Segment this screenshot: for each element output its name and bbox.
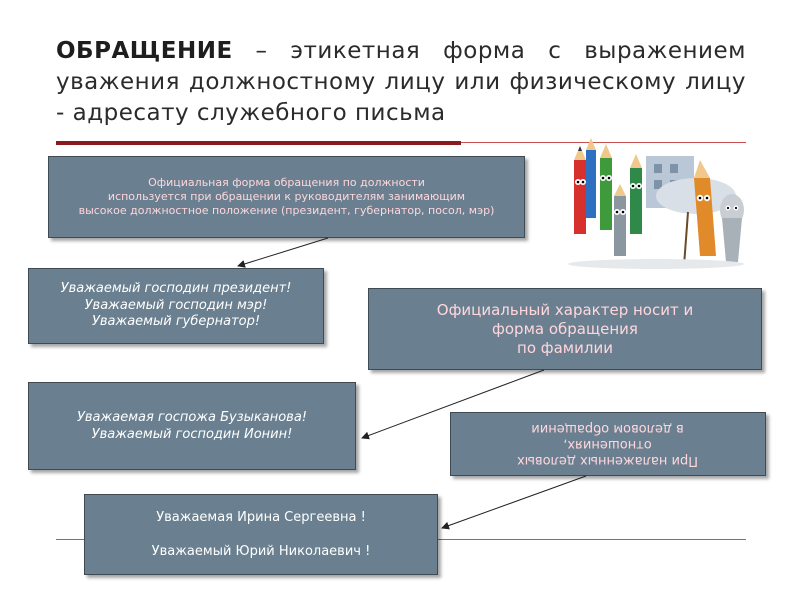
slide-title: ОБРАЩЕНИЕ – этикетная форма с выражением…	[56, 36, 746, 129]
title-definition: – этикетная форма с выражением уважения …	[56, 38, 746, 126]
arrow-to-position-examples	[237, 237, 329, 268]
red-pencil	[574, 160, 586, 234]
surname-examples-box: Уважаемая госпожа Бузыканова! Уважаемый …	[28, 382, 356, 470]
business-relations-box: При налаженных деловых отношениях, в дел…	[450, 412, 766, 476]
surname-example: Уважаемый господин Ионин!	[91, 427, 293, 442]
official-position-line: используется при обращении к руководител…	[107, 190, 466, 203]
surname-form-line: Официальный характер носит и	[436, 300, 694, 319]
official-position-line: Официальная форма обращения по должности	[148, 176, 425, 189]
name-examples-box: Уважаемая Ирина Сергеевна ! Уважаемый Юр…	[84, 494, 438, 575]
arrow-to-surname-examples	[361, 369, 545, 440]
official-position-box: Официальная форма обращения по должности…	[48, 156, 525, 238]
position-example: Уважаемый господин мэр!	[84, 297, 268, 313]
position-examples-box: Уважаемый господин президент! Уважаемый …	[28, 268, 324, 344]
title-underline-dark	[56, 141, 461, 145]
name-example: Уважаемый Юрий Николаевич !	[151, 544, 371, 559]
name-example: Уважаемая Ирина Сергеевна !	[156, 510, 366, 525]
surname-form-box: Официальный характер носит и форма обращ…	[368, 288, 762, 370]
arrow-to-name-examples	[441, 475, 587, 530]
official-position-line: высокое должностное положение (президент…	[78, 204, 495, 217]
surname-form-line: по фамилии	[517, 338, 613, 357]
title-term: ОБРАЩЕНИЕ	[56, 38, 233, 64]
position-example: Уважаемый губернатор!	[91, 314, 261, 330]
position-example: Уважаемый господин президент!	[60, 281, 292, 297]
cartoon-pencils-illustration	[568, 138, 744, 269]
surname-example: Уважаемая госпожа Бузыканова!	[76, 410, 308, 425]
surname-form-line: форма обращения	[492, 319, 638, 338]
title-underline-thin	[461, 142, 746, 143]
